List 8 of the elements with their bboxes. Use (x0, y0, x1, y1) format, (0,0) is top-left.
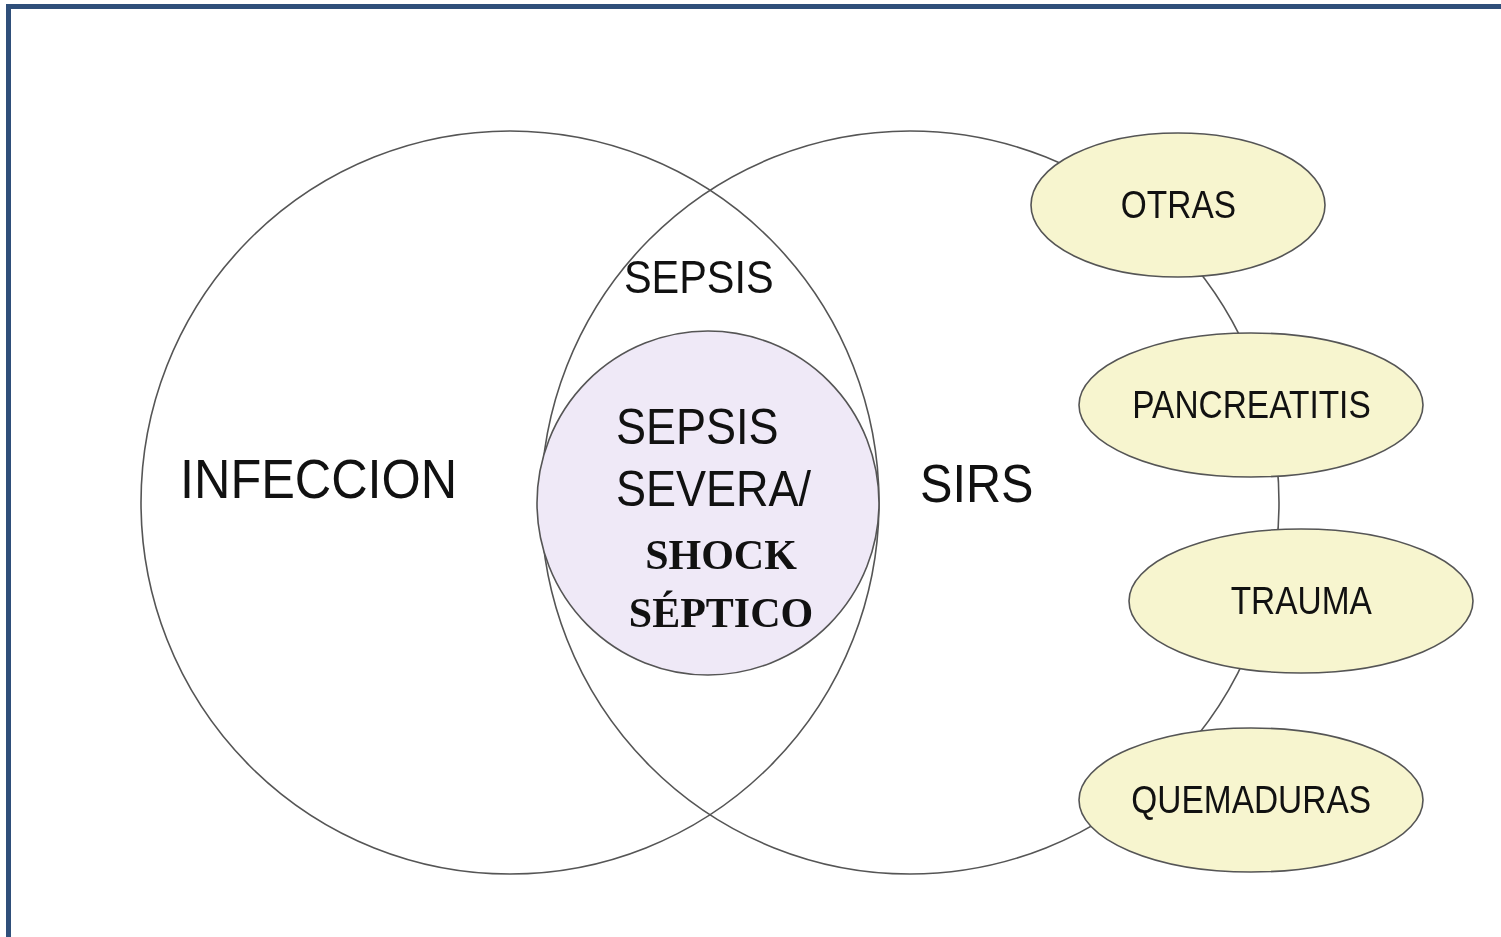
region-label: SEPSIS (624, 250, 774, 304)
circle-label: SEPSIS SEVERA/ (616, 398, 813, 519)
ellipse-label: QUEMADURAS (1131, 778, 1371, 822)
ellipse-label: PANCREATITIS (1131, 383, 1371, 427)
circle-label: SHOCK SÉPTICO (627, 531, 815, 638)
circle-label: SIRS (920, 452, 1035, 514)
ellipse-label: TRAUMA (1230, 579, 1372, 623)
ellipse-label: OTRAS (1120, 183, 1236, 227)
